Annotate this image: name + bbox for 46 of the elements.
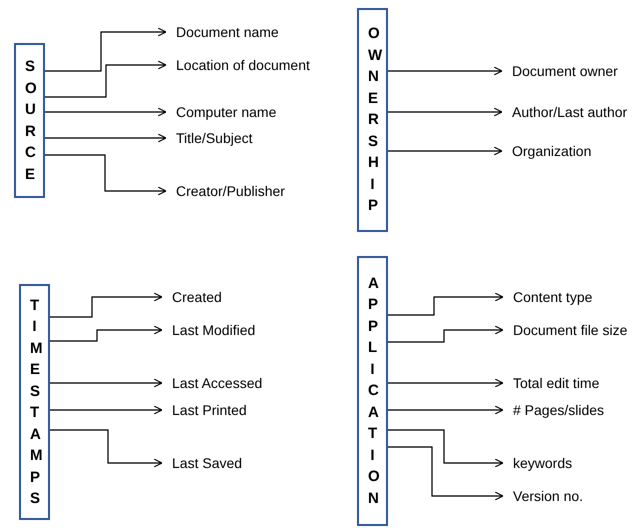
attribute-label: # Pages/slides xyxy=(503,401,604,419)
category-title: TIMESTAMPS xyxy=(29,296,42,509)
arrow xyxy=(45,60,167,98)
arrow xyxy=(388,429,504,468)
attribute-label: Last Modified xyxy=(162,321,256,339)
arrow xyxy=(45,154,167,196)
arrow xyxy=(50,429,163,468)
category-title: SOURCE xyxy=(24,57,37,184)
arrow xyxy=(50,325,163,342)
attribute-label: Last Printed xyxy=(162,401,247,419)
attribute-label: Location of document xyxy=(166,56,310,74)
attribute-label: Created xyxy=(162,288,222,306)
arrow xyxy=(45,27,167,72)
arrow xyxy=(388,446,504,501)
arrow xyxy=(388,107,503,117)
arrow xyxy=(388,292,504,316)
arrow xyxy=(388,325,504,343)
category-title: OWNERSHIP xyxy=(367,24,380,216)
arrow xyxy=(45,133,167,143)
category-box xyxy=(357,8,388,232)
category-box xyxy=(14,43,45,198)
attribute-label: Author/Last author xyxy=(502,103,628,121)
attribute-label: Document owner xyxy=(502,62,618,80)
arrow xyxy=(388,146,503,156)
attribute-label: keywords xyxy=(503,454,572,472)
arrow xyxy=(45,107,167,117)
attribute-label: Document name xyxy=(166,23,279,41)
attribute-label: Version no. xyxy=(503,487,584,505)
attribute-label: Computer name xyxy=(166,103,276,121)
category-title: APPLICATION xyxy=(367,274,380,509)
arrow xyxy=(388,66,503,76)
attribute-label: Title/Subject xyxy=(166,129,253,147)
arrow xyxy=(388,405,504,415)
attribute-label: Document file size xyxy=(503,321,628,339)
attribute-label: Total edit time xyxy=(503,374,600,392)
arrow xyxy=(388,378,504,388)
attribute-label: Organization xyxy=(502,142,592,160)
category-box xyxy=(357,256,388,526)
attribute-label: Content type xyxy=(503,288,592,306)
arrow xyxy=(50,405,163,415)
attribute-label: Last Saved xyxy=(162,454,242,472)
arrow xyxy=(50,292,163,318)
category-box xyxy=(19,284,50,520)
attribute-label: Last Accessed xyxy=(162,374,262,392)
arrow xyxy=(50,378,163,388)
attribute-label: Creator/Publisher xyxy=(166,182,285,200)
